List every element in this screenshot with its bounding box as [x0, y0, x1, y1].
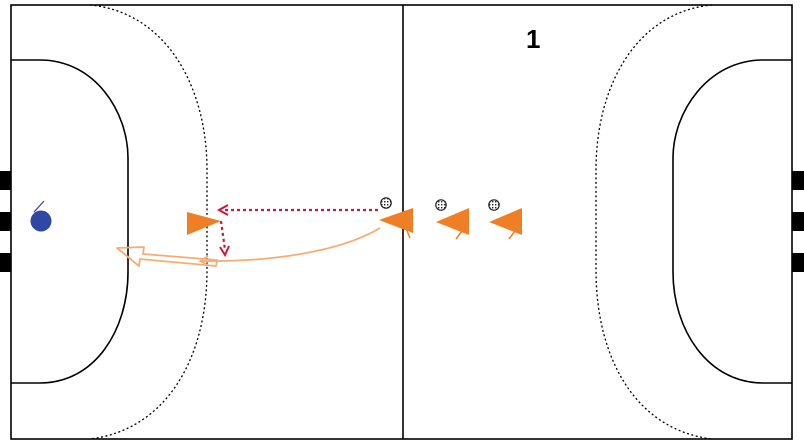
- right-goal: [792, 171, 804, 272]
- pass-arrow-horizontal: [216, 204, 378, 216]
- step-number: 1: [526, 24, 541, 54]
- left-goal: [0, 171, 11, 272]
- ball-icon: [380, 197, 392, 209]
- attacker-2-with-ball: [435, 199, 469, 240]
- run-arrow-curved: [198, 227, 381, 266]
- left-goal-area-line: [11, 59, 129, 384]
- shot-hollow-arrow: [116, 246, 218, 267]
- attacker-center-with-ball: [379, 197, 413, 239]
- attacker-3-with-ball: [488, 199, 522, 240]
- pass-arrow-down: [219, 220, 230, 258]
- ball-icon: [488, 199, 500, 211]
- right-free-throw-line: [595, 4, 713, 440]
- ball-icon: [435, 199, 447, 211]
- right-goal-area-line: [672, 59, 792, 384]
- goalkeeper-blue-circle-icon: [30, 200, 52, 232]
- attacker-triangle-icon: [187, 212, 221, 235]
- left-free-throw-line: [89, 4, 208, 440]
